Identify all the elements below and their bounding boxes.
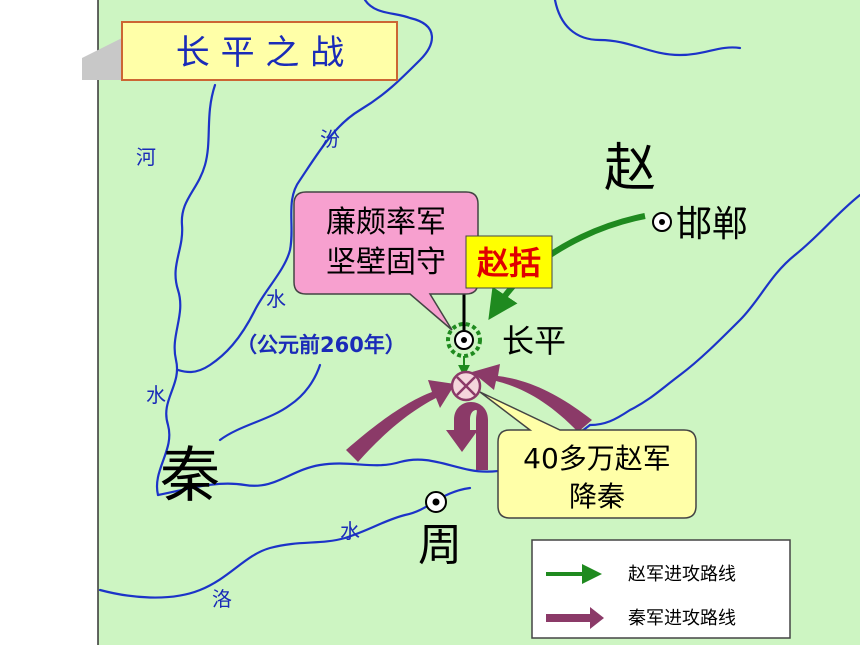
qin-hook-body — [446, 402, 488, 470]
state-qin: 秦 — [160, 441, 220, 511]
surrender-line1: 40多万赵军 — [523, 442, 671, 475]
river-label-fen: 汾 — [320, 127, 340, 151]
city-handan-label: 邯郸 — [676, 204, 748, 245]
state-zhou: 周 — [418, 520, 462, 571]
river-small — [218, 363, 322, 442]
river-label-he: 河 — [136, 145, 156, 169]
lianpo-line1: 廉颇率军 — [326, 205, 446, 240]
city-changping-label: 长平 — [502, 322, 566, 360]
qin-attack-arrows — [346, 364, 592, 470]
river-right — [588, 193, 860, 427]
title-box: 长 平 之 战 — [82, 21, 398, 81]
river-label-luo: 洛 — [212, 587, 232, 611]
state-zhao: 赵 — [604, 139, 656, 199]
surrender-callout: 40多万赵军 降秦 — [479, 391, 697, 519]
lianpo-line2: 坚壁固守 — [326, 245, 446, 280]
legend-qin-arrow — [546, 607, 604, 629]
river-top-right — [553, 0, 742, 57]
qin-arrow-left — [346, 380, 455, 462]
legend-box: 赵军进攻路线 秦军进攻路线 — [531, 539, 791, 639]
land-area — [98, 0, 860, 645]
river-fen — [176, 0, 433, 374]
river-yellow — [155, 83, 217, 497]
river-label-shui-b: 水 — [146, 383, 166, 407]
river-luo — [98, 486, 472, 599]
lianpo-callout: 廉颇率军 坚壁固守 — [293, 191, 479, 331]
zhaokuo-label: 赵括 — [477, 244, 541, 282]
map-title: 长 平 之 战 — [176, 33, 344, 73]
legend-qin-label: 秦军进攻路线 — [628, 608, 736, 629]
legend-zhao-label: 赵军进攻路线 — [628, 564, 736, 585]
battle-marker — [450, 370, 482, 402]
qin-arrow-right — [472, 364, 592, 432]
year-label: （公元前260年） — [236, 333, 406, 357]
city-handan: 邯郸 — [652, 204, 748, 245]
city-zhou — [425, 491, 447, 513]
zhaokuo-flag: 赵括 — [465, 235, 553, 289]
surrender-line2: 降秦 — [569, 480, 625, 513]
river-label-shui-a: 水 — [266, 287, 286, 311]
river-label-shui-c: 水 — [340, 519, 360, 543]
